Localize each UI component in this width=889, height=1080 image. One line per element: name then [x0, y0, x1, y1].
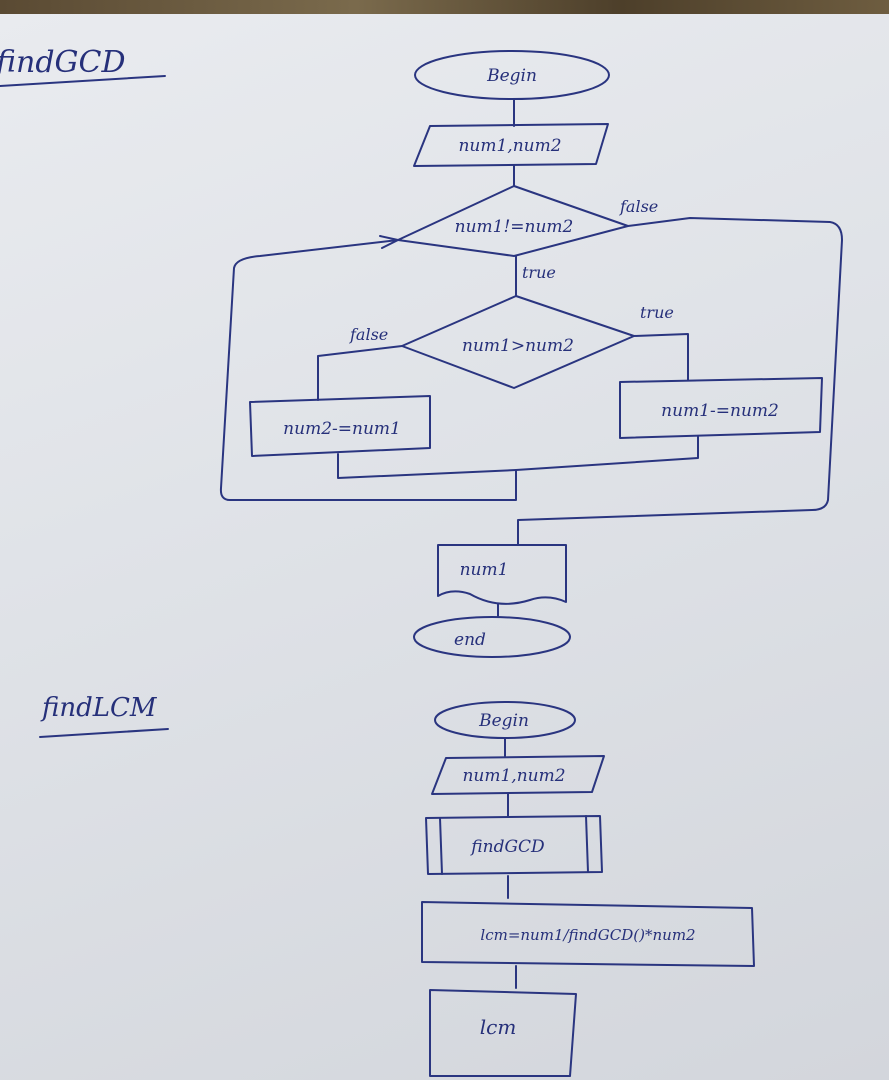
gcd-false-branch-label: num2-=num1 — [283, 419, 401, 439]
gcd-end-label: end — [454, 630, 486, 650]
lcm-compute-label: lcm=num1/findGCD()*num2 — [480, 926, 695, 944]
lcm-input-label: num1,num2 — [462, 766, 565, 786]
gcd-begin-label: Begin — [486, 66, 537, 86]
gcd-output-label: num1 — [460, 560, 509, 580]
gcd-true-branch-box — [619, 377, 823, 439]
lcm-call-box-bars — [439, 815, 589, 875]
lcm-input-box — [431, 755, 605, 795]
gcd-input-box — [413, 123, 609, 167]
lcm-begin-label: Begin — [478, 711, 529, 731]
gcd-title: findGCD — [0, 45, 126, 80]
gcd-loop-false-label: false — [619, 197, 658, 216]
lcm-title: findLCM — [40, 693, 158, 723]
gcd-compare-false-label: false — [349, 325, 388, 344]
lcm-output-box — [429, 989, 577, 1077]
gcd-compare-decision — [401, 295, 635, 389]
gcd-loop-decision — [397, 185, 629, 257]
lcm-compute-box — [421, 901, 755, 967]
gcd-compare-condition: num1>num2 — [462, 336, 574, 356]
gcd-false-branch-box — [249, 395, 431, 457]
gcd-compare-true-label: true — [640, 303, 674, 322]
lcm-call-label: findGCD — [469, 837, 545, 857]
gcd-false-branch-line — [317, 345, 403, 401]
gcd-true-branch-label: num1-=num2 — [661, 401, 779, 421]
gcd-loop-true-label: true — [522, 263, 556, 282]
gcd-end-terminal — [413, 616, 571, 658]
gcd-title-underline — [0, 75, 166, 87]
gcd-input-label: num1,num2 — [458, 136, 561, 156]
gcd-exit-path — [517, 217, 843, 546]
gcd-loop-arrowhead — [379, 235, 399, 249]
gcd-true-branch-line — [633, 333, 689, 381]
gcd-begin-terminal — [414, 50, 610, 100]
gcd-loop-condition: num1!=num2 — [455, 217, 574, 237]
gcd-merge-path — [337, 435, 699, 479]
lcm-title-underline — [39, 728, 169, 738]
gcd-output-box — [437, 544, 567, 605]
lcm-output-label: lcm — [480, 1015, 517, 1039]
lcm-call-box — [425, 815, 603, 875]
gcd-loop-back-path — [219, 239, 517, 501]
